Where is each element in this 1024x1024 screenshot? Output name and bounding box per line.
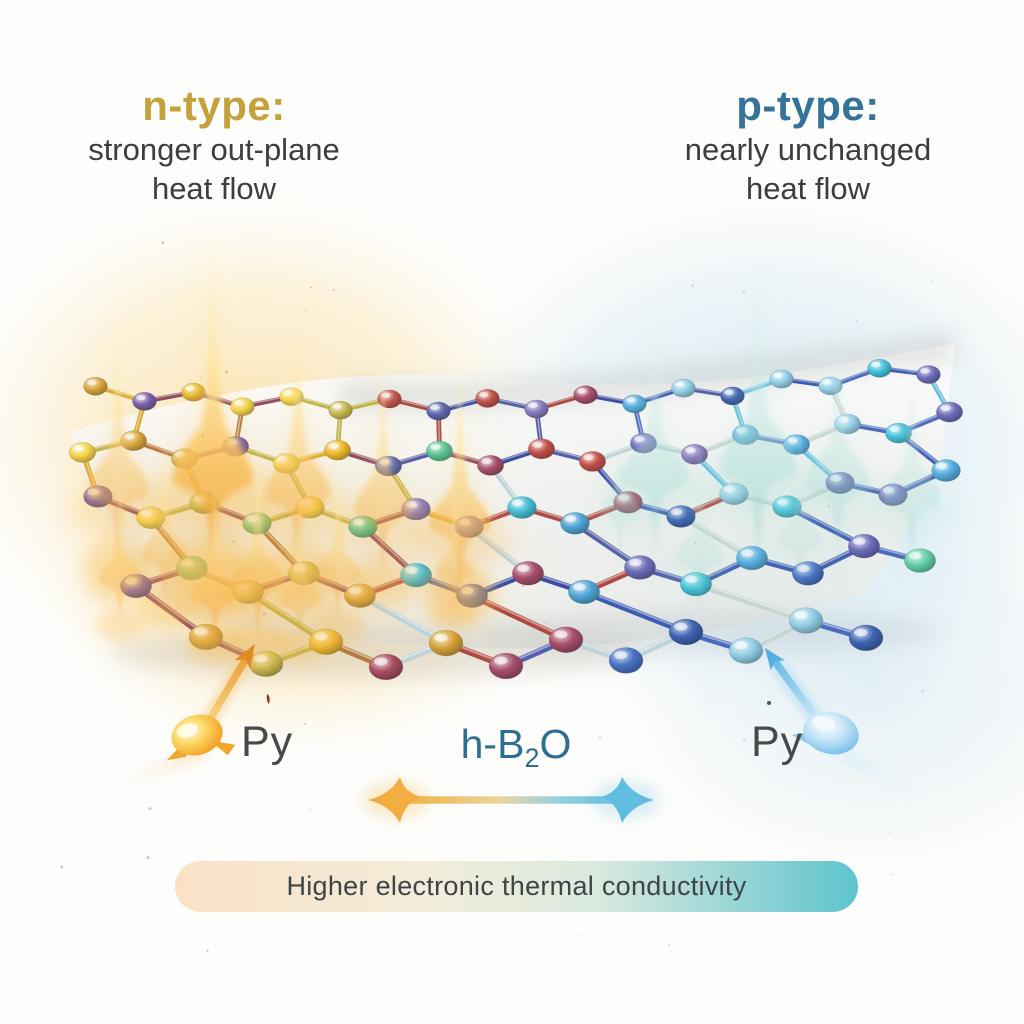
- atom: [681, 444, 708, 465]
- atom: [477, 455, 504, 476]
- material-subscript: 2: [524, 743, 540, 773]
- atom: [573, 385, 598, 405]
- bond-highlight: [583, 589, 687, 632]
- bond: [580, 588, 690, 636]
- atom: [132, 392, 157, 411]
- atom: [507, 496, 537, 519]
- atom: [668, 618, 704, 646]
- atom: [368, 653, 404, 681]
- material-suffix: O: [539, 721, 572, 767]
- atom: [568, 579, 600, 605]
- p-type-heading: p-type:: [736, 82, 880, 129]
- atom: [579, 451, 606, 472]
- atom: [916, 365, 941, 384]
- blue-droplet-icon: [764, 647, 916, 797]
- atom: [426, 440, 453, 462]
- atom: [181, 382, 206, 402]
- speckles: [60, 241, 934, 952]
- atom: [720, 386, 745, 406]
- atom: [608, 647, 644, 674]
- atom: [426, 401, 451, 421]
- atom: [475, 389, 500, 408]
- atom: [488, 652, 524, 680]
- atom: [324, 439, 351, 461]
- atom: [848, 533, 880, 559]
- atom: [528, 438, 555, 460]
- atom: [936, 401, 963, 423]
- bond-highlight: [695, 581, 807, 620]
- atom: [622, 394, 647, 414]
- banner-text: Higher electronic thermal conductivity: [286, 871, 747, 901]
- atom: [428, 629, 464, 657]
- orange-droplet-icon: [118, 643, 270, 789]
- atom: [624, 555, 656, 580]
- atom: [728, 637, 764, 664]
- atom: [788, 607, 824, 634]
- double-headed-gradient-arrow-icon: [361, 777, 660, 823]
- banner: Higher electronic thermal conductivity: [175, 861, 858, 912]
- atom: [524, 399, 549, 419]
- p-type-annotation: p-type: nearly unchanged heat flow: [628, 82, 988, 208]
- material-label: h-B2O: [400, 721, 632, 774]
- material-prefix: h-B: [460, 721, 525, 767]
- atom: [931, 459, 961, 482]
- n-type-line1: stronger out-plane: [88, 132, 340, 167]
- n-type-line2: heat flow: [151, 171, 277, 206]
- atom: [230, 397, 255, 417]
- atom: [848, 624, 884, 651]
- bond: [692, 581, 810, 624]
- n-type-annotation: n-type: stronger out-plane heat flow: [34, 82, 394, 208]
- atom: [69, 442, 96, 463]
- atom: [769, 369, 794, 389]
- atom: [671, 378, 696, 398]
- atom: [548, 626, 584, 653]
- py-label-right: Py: [751, 718, 804, 766]
- atom: [736, 545, 768, 571]
- atom: [512, 561, 544, 586]
- n-type-heading: n-type:: [142, 82, 286, 129]
- atom: [328, 400, 353, 420]
- atom: [867, 358, 892, 378]
- p-type-line2: heat flow: [745, 171, 871, 206]
- py-label-left: Py: [241, 718, 294, 766]
- atom: [83, 376, 108, 396]
- p-type-line1: nearly unchanged: [684, 132, 932, 167]
- atom: [560, 512, 590, 535]
